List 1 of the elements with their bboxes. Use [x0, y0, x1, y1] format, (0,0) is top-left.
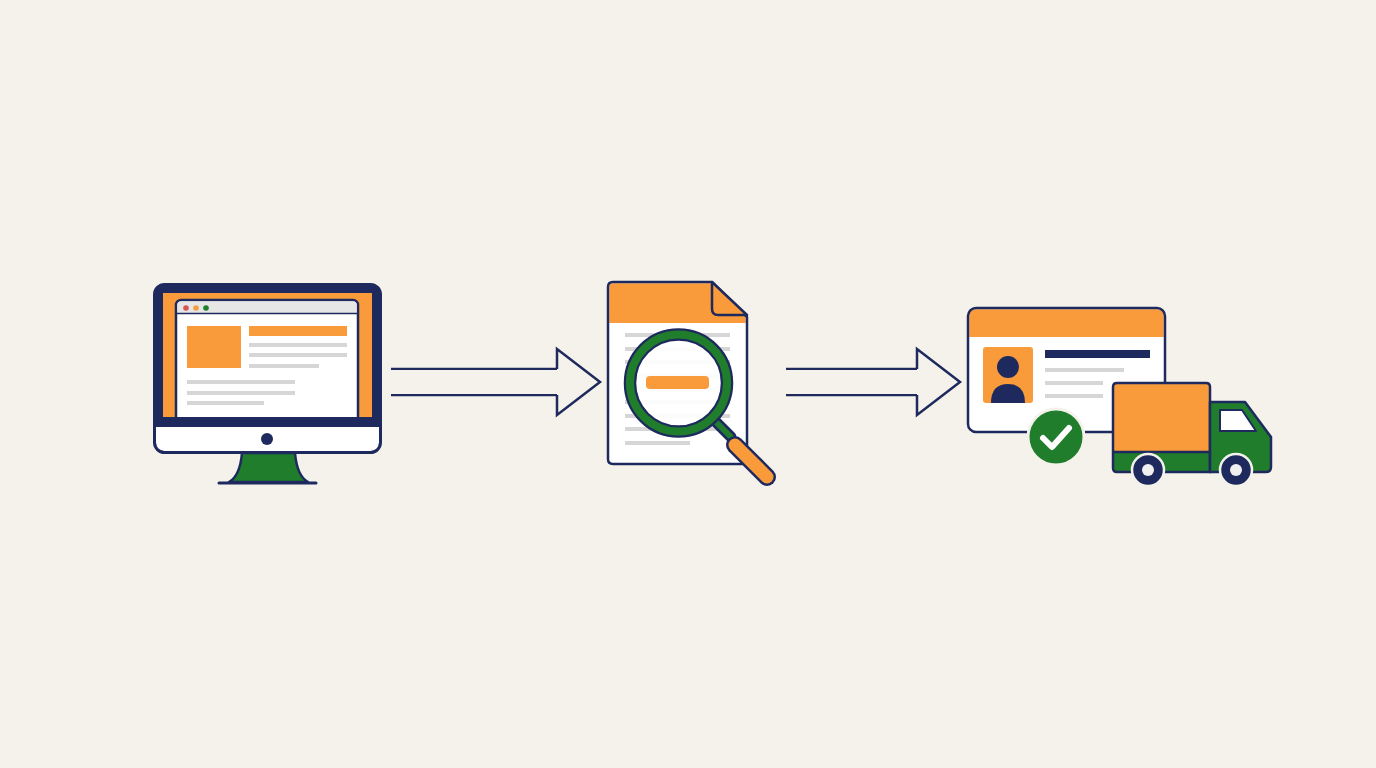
monitor-illustration: [151, 281, 385, 486]
